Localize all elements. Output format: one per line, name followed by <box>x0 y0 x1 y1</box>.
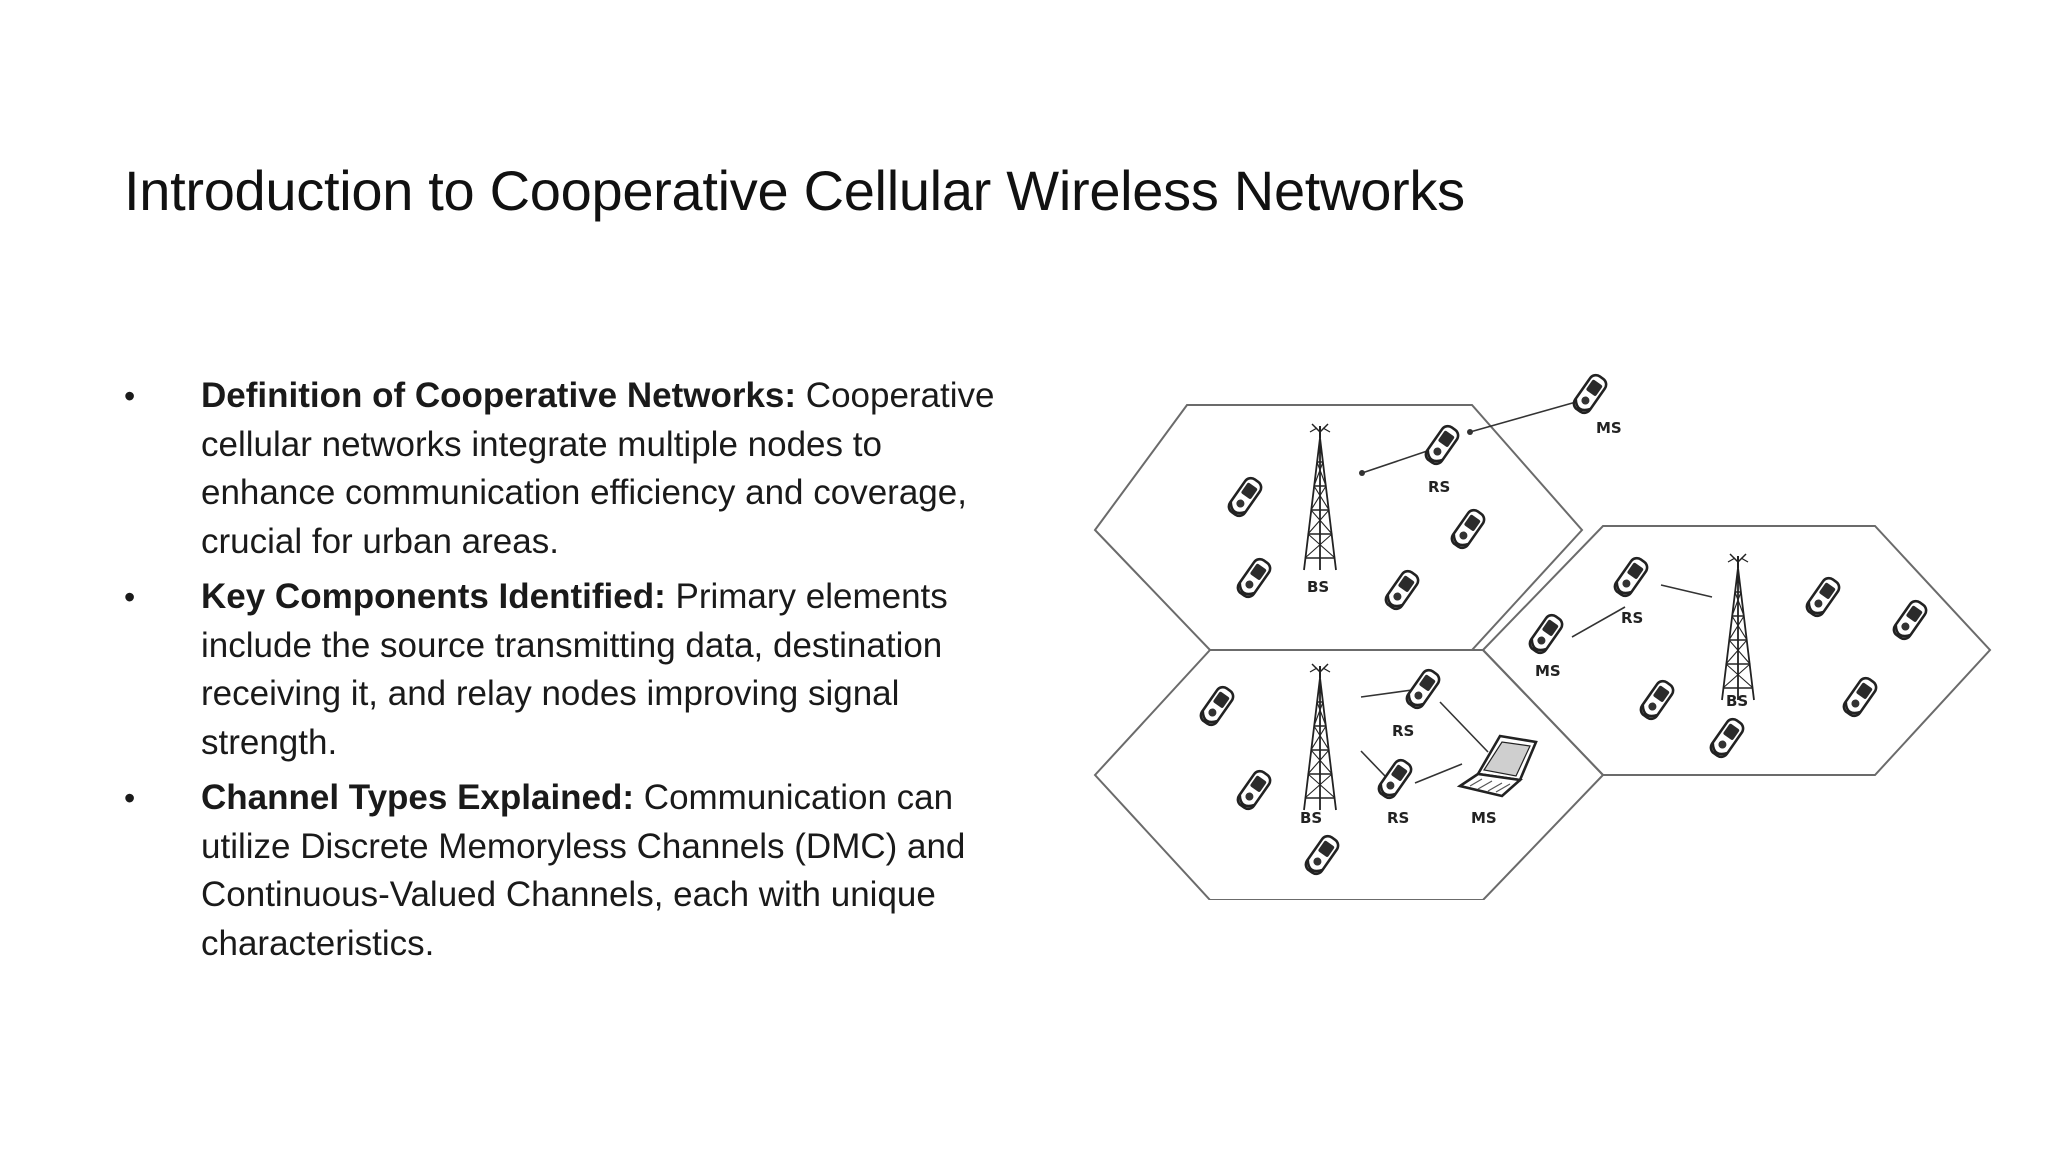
base-station-tower-right <box>1721 553 1755 701</box>
bullet-text: Communication can utilize Discrete Memor… <box>201 778 966 963</box>
diagram-label-rs: RS <box>1621 609 1643 627</box>
diagram-label-bs: BS <box>1307 578 1329 596</box>
cell-hexagon-top <box>1093 404 1584 651</box>
diagram-label-rs: RS <box>1392 722 1414 740</box>
diagram-label-bs: BS <box>1726 692 1748 710</box>
bullet-marker: • <box>124 378 136 414</box>
bullet-item-definition: • Definition of Cooperative Networks: Coo… <box>124 372 1024 566</box>
diagram-label-bs: BS <box>1300 809 1322 827</box>
diagram-label-rs: RS <box>1428 478 1450 496</box>
slide-title: Introduction to Cooperative Cellular Wir… <box>124 159 1465 222</box>
laptop-icon <box>1458 734 1538 798</box>
bullet-heading: Channel Types Explained: <box>201 778 635 817</box>
base-station-tower-bottom <box>1303 663 1337 811</box>
bullet-marker: • <box>124 780 136 816</box>
bullet-item-channels: • Channel Types Explained: Communication … <box>124 774 1024 968</box>
cell-hexagon-bottom <box>1093 649 1605 900</box>
bullet-marker: • <box>124 579 136 615</box>
bullet-heading: Key Components Identified: <box>201 577 666 616</box>
bullet-item-components: • Key Components Identified: Primary elem… <box>124 573 1024 767</box>
bullet-text: Cooperative cellular networks integrate … <box>201 376 995 561</box>
diagram-label-ms: MS <box>1596 419 1622 437</box>
bullet-heading: Definition of Cooperative Networks: <box>201 376 797 415</box>
diagram-label-rs: RS <box>1387 809 1409 827</box>
base-station-tower-top <box>1303 423 1337 571</box>
bullet-text: Primary elements include the source tran… <box>201 577 948 762</box>
cellular-network-diagram: MS RS BS RS MS BS RS BS RS MS <box>1093 371 1992 900</box>
bullet-list: • Definition of Cooperative Networks: Coo… <box>124 372 1024 975</box>
mobile-phone-icon <box>1196 371 1931 878</box>
diagram-label-ms: MS <box>1471 809 1497 827</box>
diagram-label-ms: MS <box>1535 662 1561 680</box>
